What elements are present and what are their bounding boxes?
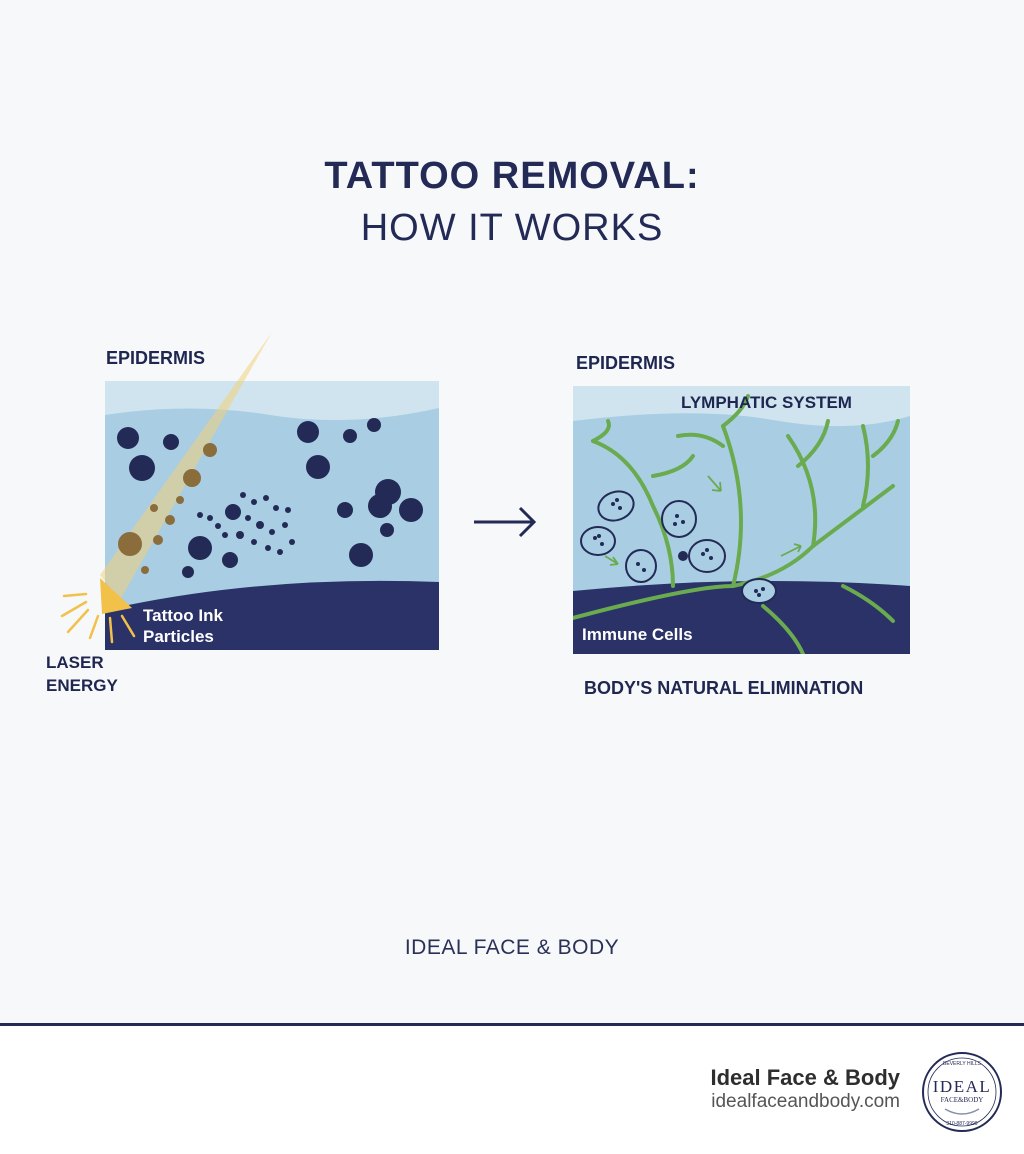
lymphatic-vessels xyxy=(573,394,900,654)
footer-divider xyxy=(0,1023,1024,1026)
brand-logo-seal: BEVERLY HILLS IDEAL FACE&BODY 310-887-99… xyxy=(922,1052,1002,1132)
immune-cells-label: Immune Cells xyxy=(582,625,693,644)
laser-skin-panel xyxy=(60,332,439,650)
laser-energy-label-line2: ENERGY xyxy=(46,676,118,695)
footer xyxy=(0,1026,1024,1154)
laser-beam xyxy=(100,332,272,600)
brand-wordmark: IDEAL FACE & BODY xyxy=(404,936,620,959)
diagram-title: TATTOO REMOVAL: xyxy=(324,155,700,197)
footer-brand-name: Ideal Face & Body xyxy=(710,1065,900,1090)
shattered-ink xyxy=(118,443,217,574)
diagram-subtitle: HOW IT WORKS xyxy=(360,207,664,249)
elimination-panel xyxy=(573,386,910,654)
logo-top-text: BEVERLY HILLS xyxy=(943,1061,982,1067)
laser-rays xyxy=(60,592,136,644)
logo-main-text: IDEAL xyxy=(933,1077,991,1096)
immune-cells xyxy=(580,490,777,604)
logo-bottom-text: 310-887-9999 xyxy=(946,1121,977,1127)
laser-energy-label-line1: LASER xyxy=(46,653,104,672)
right-epidermis-label: EPIDERMIS xyxy=(576,353,676,373)
ink-particles-label-line2: Particles xyxy=(143,627,214,646)
immune-cell-contents xyxy=(593,498,765,597)
lymph-flow-arrows xyxy=(604,475,802,566)
process-arrow-icon xyxy=(474,506,537,538)
elimination-caption: BODY'S NATURAL ELIMINATION xyxy=(584,678,864,698)
lymphatic-system-label: LYMPHATIC SYSTEM xyxy=(681,393,852,412)
ink-particles-label-line1: Tattoo Ink xyxy=(143,606,223,625)
footer-website-link[interactable]: idealfaceandbody.com xyxy=(711,1091,900,1112)
laser-emitter xyxy=(100,578,132,614)
left-epidermis-label: EPIDERMIS xyxy=(106,348,206,368)
ink-particles xyxy=(117,418,423,578)
logo-subtext: FACE&BODY xyxy=(941,1096,984,1104)
deep-tissue-layer xyxy=(105,580,439,650)
